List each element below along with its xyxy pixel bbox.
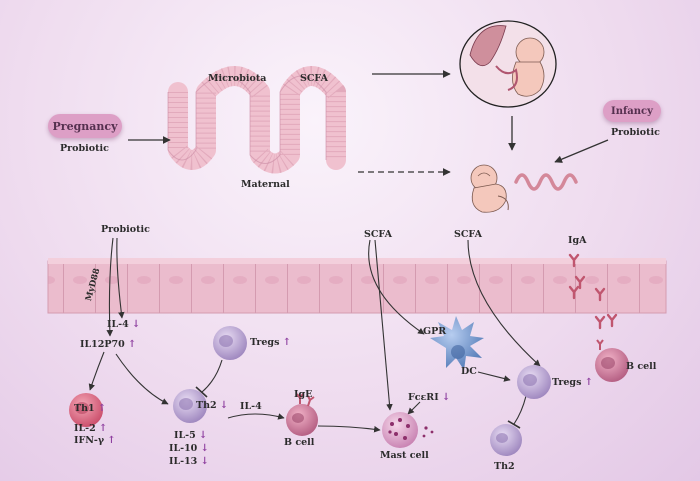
infant-icon	[470, 164, 509, 213]
il13-down-arrow-icon: ↓	[200, 456, 209, 467]
infancy-probiotic-label: Probiotic	[611, 127, 660, 138]
th2-right-label: Th2	[494, 461, 515, 472]
mast-cell	[382, 412, 434, 448]
il10-down-arrow-icon: ↓	[200, 443, 209, 454]
pregnancy-probiotic-label: Probiotic	[60, 143, 109, 154]
tregs-left-label: Tregs ↑	[250, 338, 291, 348]
tregs-cell-left	[213, 326, 247, 360]
arrow-scfa-to-mastcell	[374, 239, 393, 411]
il2-label: IL-2 ↑	[74, 424, 107, 434]
probiotic-label: Probiotic	[101, 224, 150, 235]
scfa-right-label: SCFA	[454, 229, 482, 240]
pregnancy-label: Pregnancy	[52, 119, 118, 133]
il13-text: IL-13	[169, 456, 198, 467]
tregs-cell-right	[517, 365, 551, 399]
arrow-probiotic-to-il4	[116, 237, 125, 319]
il4-label: IL-4 ↓	[107, 320, 140, 330]
iga-label: IgA	[568, 235, 587, 246]
b-cell-right	[595, 339, 629, 382]
inhibit-tregs-to-th2	[201, 359, 223, 393]
arrow-dc-to-tregs	[477, 371, 511, 382]
tregs-right-label: Tregs ↑	[552, 378, 593, 388]
infancy-pill: Infancy	[603, 100, 661, 122]
fceri-text: FcεRI	[408, 392, 439, 403]
th1-text: Th1	[74, 403, 95, 414]
b-cell-right-label: B cell	[626, 361, 657, 372]
il10-text: IL-10	[169, 443, 198, 454]
gpr-label: GPR	[423, 326, 447, 337]
fetus-in-womb-icon	[459, 20, 557, 108]
il5-down-arrow-icon: ↓	[199, 430, 208, 441]
il12p70-label: IL12P70 ↑	[80, 340, 136, 350]
fceri-label: FcεRI ↓	[408, 393, 450, 403]
b-cell-left-label: B cell	[284, 437, 315, 448]
dendritic-cell	[430, 316, 484, 370]
il12p70-text: IL12P70	[80, 339, 125, 350]
th2-cell-left	[173, 389, 207, 423]
arrow-il12-to-th1	[88, 351, 105, 391]
iga-antibody-icons	[568, 253, 618, 330]
infancy-label: Infancy	[611, 105, 653, 117]
ifn-up-arrow-icon: ↑	[107, 435, 116, 446]
il4-text: IL-4	[107, 319, 129, 330]
th2-left-text: Th2	[196, 400, 217, 411]
microbiota-label: Microbiota	[208, 73, 267, 84]
arrow-il12-to-th2	[115, 353, 169, 405]
ige-label: IgE	[294, 389, 313, 400]
small-intestine-icon	[514, 173, 578, 191]
il13-label: IL-13 ↓	[169, 457, 209, 467]
tregs-right-text: Tregs	[552, 377, 582, 388]
arrow-scfa-to-gpr	[368, 239, 425, 335]
il12p70-up-arrow-icon: ↑	[128, 339, 137, 350]
b-cell-left	[286, 393, 318, 436]
th1-up-arrow-icon: ↑	[97, 403, 107, 414]
il4-arrow-label: IL-4	[240, 401, 262, 412]
arrow-fceri-to-mastcell	[407, 401, 421, 415]
il5-text: IL-5	[174, 430, 196, 441]
th2-left-down-arrow-icon: ↓	[219, 400, 229, 411]
tregs-left-up-arrow-icon: ↑	[282, 337, 292, 348]
ifn-text: IFN-γ	[74, 435, 105, 446]
il4-down-arrow-icon: ↓	[132, 319, 141, 330]
fceri-down-arrow-icon: ↓	[441, 392, 451, 403]
arrow-scfa-right-to-tregs	[467, 239, 541, 367]
ifn-label: IFN-γ ↑	[74, 436, 116, 446]
th2-left-label: Th2 ↓	[196, 401, 228, 411]
th1-cell	[69, 393, 103, 427]
intestine-villi	[167, 66, 346, 174]
tregs-right-up-arrow-icon: ↑	[584, 377, 594, 388]
arrow-bcell-to-mastcell	[317, 425, 381, 433]
scfa-mid-label: SCFA	[364, 229, 392, 240]
il5-label: IL-5 ↓	[174, 431, 207, 441]
il2-text: IL-2	[74, 423, 96, 434]
arrow-th2-to-bcell	[227, 413, 285, 420]
arrow-infancy-to-infant	[554, 139, 609, 163]
inhibit-bar-tregs-th2	[195, 386, 208, 398]
inhibit-tregs-to-th2-right	[513, 395, 527, 425]
intestinal-epithelium	[47, 258, 667, 314]
pregnancy-pill: Pregnancy	[48, 114, 122, 138]
dc-label: DC	[461, 366, 477, 377]
arrow-probiotic-to-myd88	[106, 237, 114, 337]
maternal-label: Maternal	[241, 179, 290, 190]
inhibit-bar-tregs-th2-right	[507, 420, 521, 429]
th2-cell-right	[490, 424, 522, 456]
il10-label: IL-10 ↓	[169, 444, 209, 454]
scfa-top-label: SCFA	[300, 73, 328, 84]
il2-up-arrow-icon: ↑	[99, 423, 108, 434]
mast-cell-label: Mast cell	[380, 450, 429, 461]
th1-label: Th1 ↑	[74, 404, 106, 414]
tregs-left-text: Tregs	[250, 337, 280, 348]
